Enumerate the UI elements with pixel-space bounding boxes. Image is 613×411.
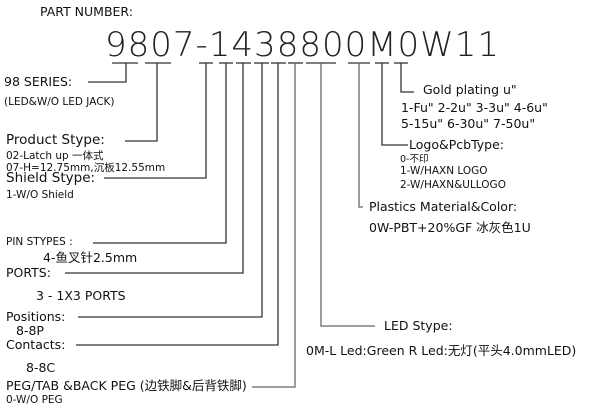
product-stype-option-0: 02-Latch up 一体式 <box>6 150 104 162</box>
logo-pcb-option-1: 1-W/HAXN LOGO <box>400 165 488 177</box>
peg-option-0: 0-W/O PEG <box>6 394 63 406</box>
contacts-option-0: 8-8C <box>26 360 56 375</box>
series-note: (LED&W/O LED JACK) <box>4 96 115 108</box>
leader-positions <box>78 63 263 318</box>
leader-led <box>320 63 375 327</box>
led-stype-label: LED Stype: <box>384 318 453 333</box>
led-stype-option-0: 0M-L Led:Green R Led:无灯(平头4.0mmLED) <box>306 343 577 358</box>
leader-peg <box>252 63 296 388</box>
logo-pcb-label: Logo&PcbType: <box>409 137 504 152</box>
pin-stypes-label: PIN STYPES : <box>6 236 73 248</box>
leader-pin <box>93 63 227 244</box>
gold-plating-option-0: 1-Fu" 2-2u" 3-3u" 4-6u" <box>401 100 548 115</box>
plastics-option-0: 0W-PBT+20%GF 冰灰色1U <box>369 220 531 235</box>
positions-option-0: 8-8P <box>16 323 44 338</box>
plastics-label: Plastics Material&Color: <box>369 199 518 214</box>
logo-pcb-option-0: 0-不印 <box>400 154 429 165</box>
leader-shield <box>104 63 207 179</box>
product-stype-label: Product Stype: <box>6 132 105 148</box>
gold-plating-option-1: 5-15u" 6-30u" 7-50u" <box>401 116 536 131</box>
contacts-label: Contacts: <box>6 337 66 352</box>
leader-logo <box>381 63 408 146</box>
logo-pcb-option-2: 2-W/HAXN&ULLOGO <box>400 179 506 191</box>
part-number: 9807-1438800M0W11 <box>105 25 501 65</box>
product-stype-option-1: 07-H=12.75mm,沉板12.55mm <box>6 162 166 174</box>
shield-stype-label: Shield Stype: <box>6 170 96 186</box>
ports-option-0: 3 - 1X3 PORTS <box>36 288 126 303</box>
positions-label: Positions: <box>6 309 66 324</box>
leader-gold <box>400 63 414 93</box>
gold-plating-label: Gold plating u" <box>423 82 517 97</box>
leader-series <box>88 63 127 83</box>
page-title: PART NUMBER: <box>40 4 133 19</box>
peg-label: PEG/TAB &BACK PEG (边铁脚&后背铁脚) <box>6 378 247 393</box>
leader-ports <box>65 63 244 274</box>
leader-plastics <box>358 63 363 208</box>
leader-contacts <box>76 63 279 346</box>
pin-stypes-option-0: 4-鱼叉针2.5mm <box>43 250 138 265</box>
series-label: 98 SERIES: <box>4 74 73 89</box>
leader-product <box>125 63 158 142</box>
shield-stype-option-0: 1-W/O Shield <box>6 189 74 201</box>
ports-label: PORTS: <box>6 265 51 280</box>
